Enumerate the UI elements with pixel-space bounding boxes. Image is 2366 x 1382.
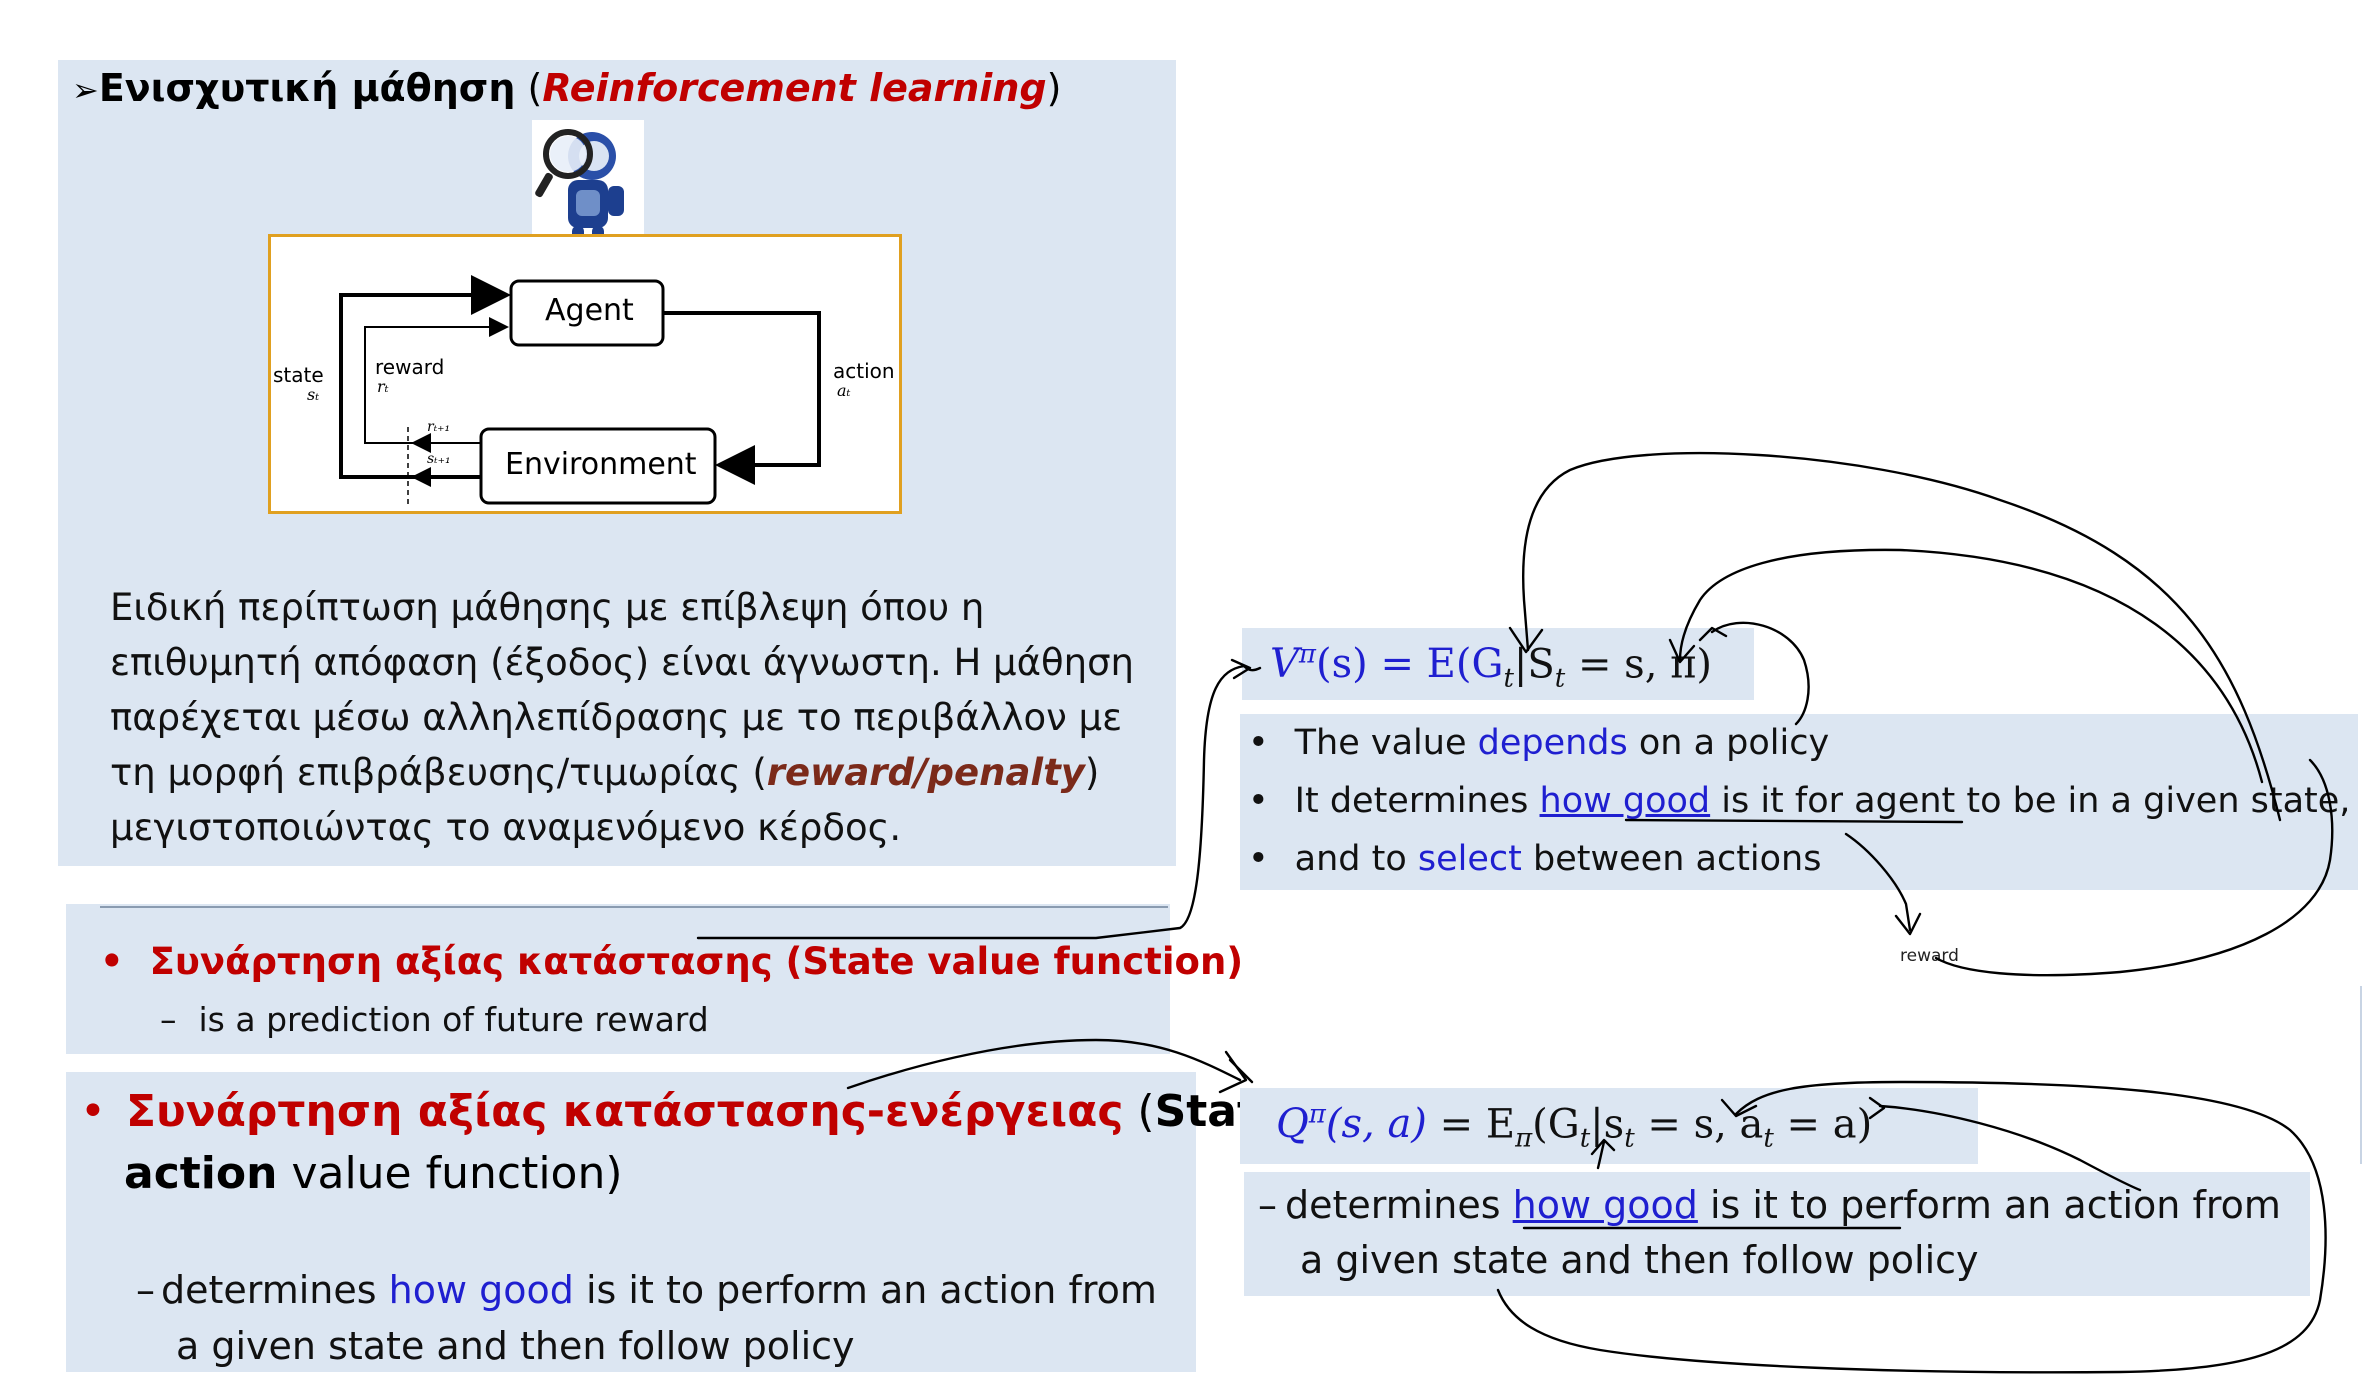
v-bullets: •The value depends on a policy •It deter… [1248,714,2350,888]
paragraph-line: τη μορφή επιβράβευσης/τιμωρίας (reward/p… [110,751,1100,794]
state-value-sub-text: is a prediction of future reward [198,1000,709,1039]
state-symbol: sₜ [307,385,320,404]
paragraph-line: Ειδική περίπτωση μάθησης με επίβλεψη όπο… [110,586,985,629]
v-formula: Vπ(s) = E(Gt|St = s, π) [1270,640,1713,694]
action-value-line2: action value function) [124,1148,623,1199]
reward-symbol: rₜ [377,377,389,396]
bullet-dot-icon: • [1248,723,1269,763]
arrow-bullet-icon: ➢ [72,71,99,109]
action-value-panel [66,1072,1196,1372]
how-good-text: how good [388,1268,574,1312]
paragraph-line: μεγιστοποιώντας το αναμενόμενο κέρδος. [110,806,902,849]
right-edge-mark [2360,986,2362,1164]
paragraph-line: επιθυμητή απόφαση (έξοδος) είναι άγνωστη… [110,641,1134,684]
bullet-dot-icon: • [1248,781,1269,821]
v-formula-box [1242,628,1754,700]
paragraph-line: παρέχεται μέσω αλληλεπίδρασης με το περι… [110,696,1123,739]
state-value-sub: –is a prediction of future reward [160,1000,709,1039]
action-value-greek: Συνάρτηση αξίας κατάστασης-ενέργειας [125,1086,1124,1137]
q-desc: –determines how good is it to perform an… [1258,1183,2281,1282]
v-bullets-panel [1240,714,2358,890]
q-desc-panel [1244,1172,2310,1296]
rl-diagram: Agent Environment state sₜ reward rₜ act… [268,234,902,514]
dash-icon: – [136,1268,155,1312]
rl-title-greek: Ενισχυτική μάθηση [98,66,516,110]
state-value-greek: Συνάρτηση αξίας κατάστασης [149,940,773,983]
action-symbol: aₜ [837,381,851,400]
v-bullet-item: •and to select between actions [1248,839,1822,879]
rl-title-english: Reinforcement learning [542,66,1047,110]
environment-label: Environment [505,447,697,482]
s-next-symbol: sₜ₊₁ [427,451,451,467]
reward-label: reward [375,355,445,379]
v-bullet-item: •The value depends on a policy [1248,723,1830,763]
dash-icon: – [1258,1183,1277,1227]
action-value-line1: •Συνάρτηση αξίας κατάστασης-ενέργειας (S… [80,1086,1307,1137]
action-value-sub: –determines how good is it to perform an… [136,1268,1157,1368]
bullet-dot-icon: • [1248,839,1269,879]
bullet-dot-icon: • [80,1086,106,1137]
q-formula-box [1240,1088,1978,1164]
state-label: state [273,363,324,387]
state-value-english: (State value function) [772,940,1244,983]
agent-label: Agent [545,293,634,328]
state-value-divider [100,906,1168,908]
state-value-panel [66,904,1170,1054]
v-bullet-item: •It determines how good is it for agent … [1248,781,2351,821]
state-value-bullet: • Συνάρτηση αξίας κατάστασης (State value… [100,940,1243,983]
action-label: action [833,359,895,383]
q-formula: Qπ(s, a) = Eπ(Gt|st = s, at = a) [1276,1100,1873,1154]
bullet-dot-icon: • [100,940,124,983]
rl-title: ➢Ενισχυτική μάθηση (Reinforcement learni… [72,66,1062,110]
reward-penalty-emph: reward/penalty [766,751,1085,794]
how-good-text: how good [1512,1183,1698,1227]
dash-icon: – [160,1000,177,1039]
r-next-symbol: rₜ₊₁ [427,419,451,435]
rl-paragraph: Ειδική περίπτωση μάθησης με επίβλεψη όπο… [110,580,1134,855]
